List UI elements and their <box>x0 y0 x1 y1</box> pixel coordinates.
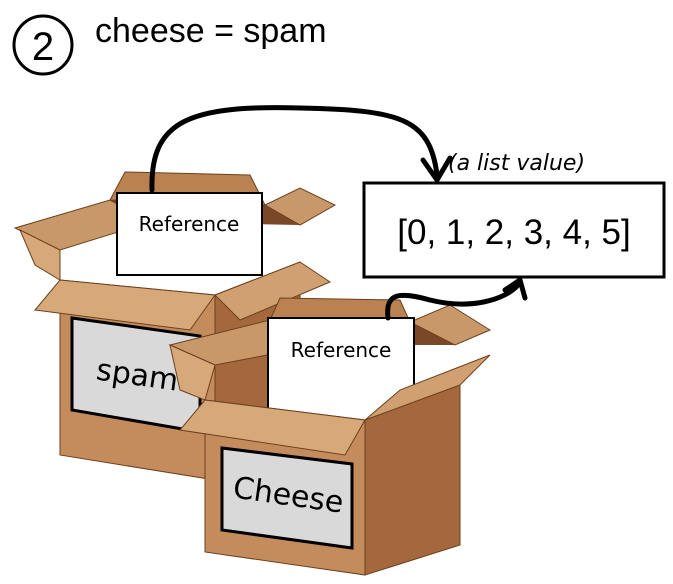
spam-reference-arrow <box>149 105 453 193</box>
spam-reference-card: Reference <box>116 192 263 276</box>
cheese-reference-arrow <box>385 277 528 321</box>
list-value-text: [0, 1, 2, 3, 4, 5] <box>397 213 630 252</box>
spam-reference-text: Reference <box>139 212 240 236</box>
cheese-reference-text: Reference <box>291 338 392 362</box>
cheese-box-front: Cheese <box>169 344 491 576</box>
code-statement: cheese = spam <box>95 12 327 50</box>
step-number: 2 <box>32 25 54 69</box>
step-number-badge: 2 <box>12 14 74 76</box>
list-value-annotation: (a list value) <box>448 151 585 176</box>
list-value-box: [0, 1, 2, 3, 4, 5] <box>362 181 666 279</box>
